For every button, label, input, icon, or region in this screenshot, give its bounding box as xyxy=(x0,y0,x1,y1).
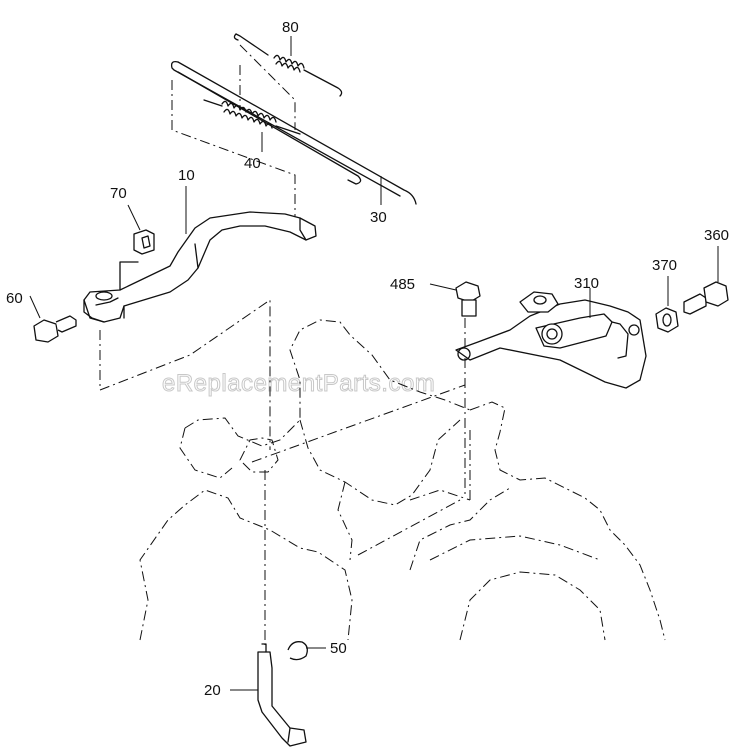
label-360: 360 xyxy=(704,227,729,244)
clip-70 xyxy=(127,204,155,255)
label-70: 70 xyxy=(110,185,127,202)
spring-40 xyxy=(203,99,301,152)
label-40: 40 xyxy=(244,155,261,172)
label-60: 60 xyxy=(6,290,23,307)
label-370: 370 xyxy=(652,257,677,274)
bolt-60 xyxy=(29,295,77,343)
spring-80 xyxy=(233,33,343,97)
part-labels: 80 40 30 10 70 60 485 310 370 360 50 20 xyxy=(6,19,729,699)
label-310: 310 xyxy=(574,275,599,292)
watermark-text: eReplacementParts.com xyxy=(162,370,435,397)
label-10: 10 xyxy=(178,167,195,184)
lever-bracket-10 xyxy=(83,186,317,323)
label-485: 485 xyxy=(390,276,415,293)
label-20: 20 xyxy=(204,682,221,699)
lever-20 xyxy=(230,643,307,747)
alignment-guides xyxy=(99,44,466,645)
label-30: 30 xyxy=(370,209,387,226)
label-50: 50 xyxy=(330,640,347,657)
bolt-485 xyxy=(429,281,481,317)
control-plate-310 xyxy=(455,288,647,389)
clip-50 xyxy=(287,641,326,661)
nut-370 xyxy=(655,276,679,333)
label-80: 80 xyxy=(282,19,299,36)
bolt-360 xyxy=(683,246,729,315)
rod-30 xyxy=(170,60,417,205)
engine-outline xyxy=(139,319,666,641)
